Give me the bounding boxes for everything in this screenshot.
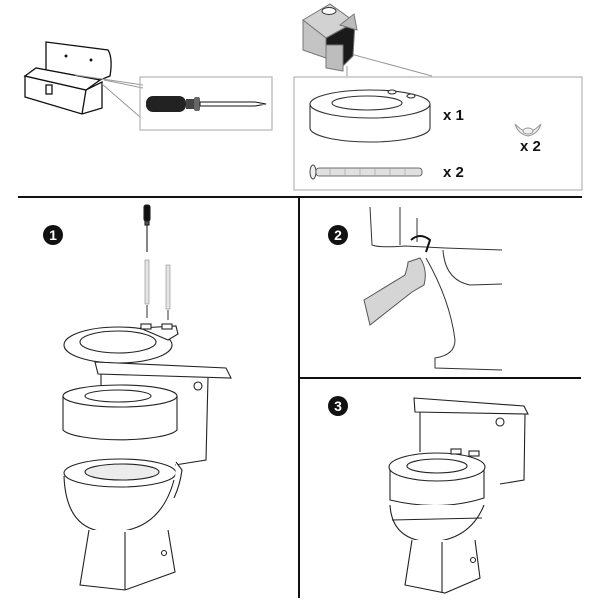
step-2-badge: 2 bbox=[328, 225, 348, 245]
bolt-icon bbox=[309, 164, 423, 180]
install-bolts-illustration bbox=[62, 204, 232, 591]
riser-quantity: x 1 bbox=[443, 107, 464, 124]
step-1-badge: 1 bbox=[43, 225, 63, 245]
wing-nut-icon bbox=[514, 123, 542, 137]
parts-callout-box bbox=[293, 76, 583, 191]
tool-callout-box bbox=[139, 76, 273, 131]
wing-nut-quantity: x 2 bbox=[520, 138, 541, 155]
open-box-icon bbox=[302, 3, 358, 72]
frame-lines bbox=[18, 196, 582, 598]
screwdriver-icon bbox=[146, 96, 267, 112]
tighten-wing-nut-illustration bbox=[363, 206, 503, 371]
step-3-badge: 3 bbox=[328, 396, 348, 416]
toolbox-icon bbox=[23, 41, 112, 115]
finished-toilet-illustration bbox=[388, 397, 529, 594]
bolt-quantity: x 2 bbox=[443, 164, 464, 181]
riser-icon bbox=[309, 89, 431, 143]
